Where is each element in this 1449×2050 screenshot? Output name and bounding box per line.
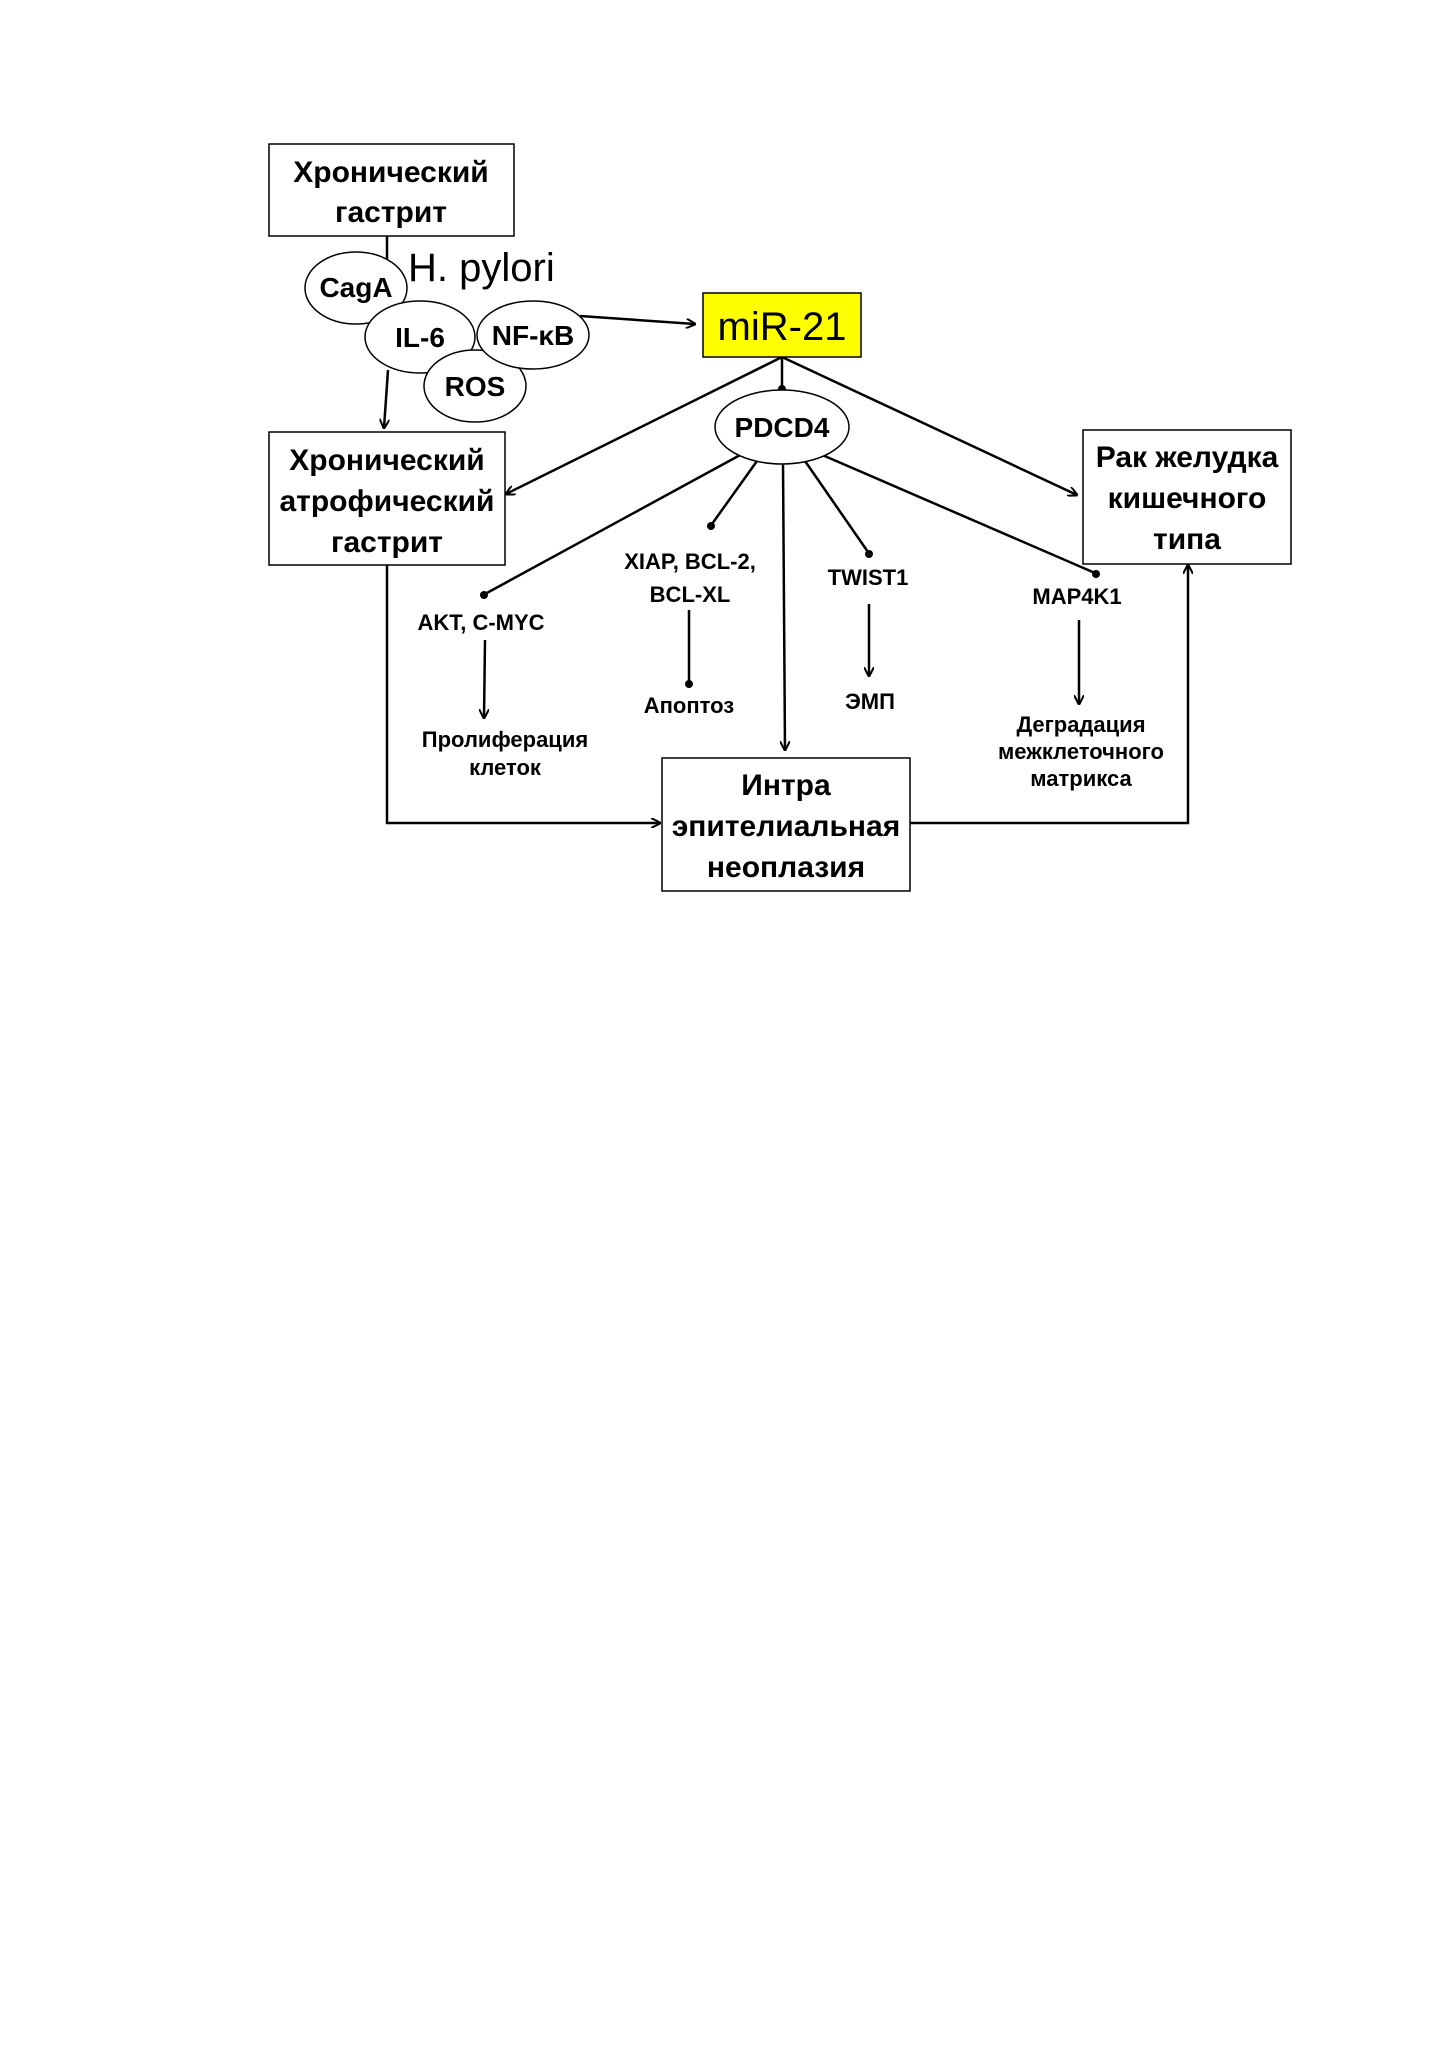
akt-cmyc-label: AKT, C-MYC [417,610,544,635]
inhibit-dot-map4k1 [1092,570,1100,578]
pdcd4-oval: PDCD4 [714,389,850,465]
arrow-pdcd4-to-neoplasia [783,462,785,750]
nfkb-oval: NF-κB [476,300,590,370]
xiap-bcl-line-1: XIAP, BCL-2, [624,549,756,574]
inhibit-dot-apoptosis [685,680,693,688]
nfkb-label: NF-κB [492,320,574,351]
degradation-line-1: Деградация [1016,712,1145,737]
pdcd4-label: PDCD4 [735,412,830,443]
connectors [384,234,1188,823]
gastric-cancer-line-2: кишечного [1108,482,1267,515]
mir21-label: miR-21 [718,305,847,349]
proliferation-line-2: клеток [469,755,542,780]
caga-label: CagA [319,272,392,303]
arrow-neoplasia-to-cancer [908,565,1188,825]
arrow-akt-to-proliferation [484,639,485,718]
il6-label: IL-6 [395,322,445,353]
inhibit-pdcd4-akt [484,452,743,596]
neoplasia-line-3: неоплазия [707,851,865,884]
inhibit-dot-xiap [707,522,715,530]
chronic-gastritis-line-1: Хронический [293,156,489,189]
atrophic-gastritis-line-2: атрофический [279,485,494,518]
degradation-line-3: матрикса [1030,766,1132,791]
ros-label: ROS [445,371,506,402]
arrow-mir21-to-gastric-cancer [781,355,1077,495]
map4k1-label: MAP4K1 [1032,584,1121,609]
neoplasia-box: Интра эпителиальная неоплазия [661,757,911,892]
emt-label: ЭМП [845,689,895,714]
proliferation-line-1: Пролиферация [422,727,588,752]
atrophic-gastritis-line-1: Хронический [289,444,485,477]
inhibit-pdcd4-xiap [710,460,759,525]
gastric-cancer-line-3: типа [1153,523,1221,556]
h-pylori-label: H. pylori [408,246,555,290]
inhibit-pdcd4-twist1 [803,460,870,553]
xiap-bcl-line-2: BCL-XL [650,582,731,607]
chronic-gastritis-line-2: гастрит [335,196,447,229]
inhibit-dot-twist1 [865,550,873,558]
atrophic-gastritis-line-3: гастрит [331,526,443,559]
neoplasia-line-2: эпителиальная [672,810,901,843]
ros-oval: ROS [423,349,527,423]
inhibit-dot-akt [480,591,488,599]
twist1-label: TWIST1 [828,565,909,590]
apoptosis-label: Апоптоз [644,693,735,718]
degradation-line-2: межклеточного [998,739,1164,764]
arrow-atrophic-to-neoplasia [385,565,660,823]
gastric-cancer-line-1: Рак желудка [1096,441,1279,474]
inhibit-pdcd4-map4k1 [819,452,1096,575]
arrow-nfkb-to-mir21 [579,314,695,324]
atrophic-gastritis-box: Хронический атрофический гастрит [268,431,506,566]
caga-oval: CagA [304,251,408,325]
neoplasia-line-1: Интра [741,769,831,802]
chronic-gastritis-box: Хронический гастрит [268,143,515,237]
mir21-box: miR-21 [702,292,862,358]
arrow-il6-to-atrophic-gastritis [384,369,388,428]
gastric-cancer-box: Рак желудка кишечного типа [1082,429,1292,565]
arrow-mir21-to-atrophic-gastritis [506,355,783,494]
